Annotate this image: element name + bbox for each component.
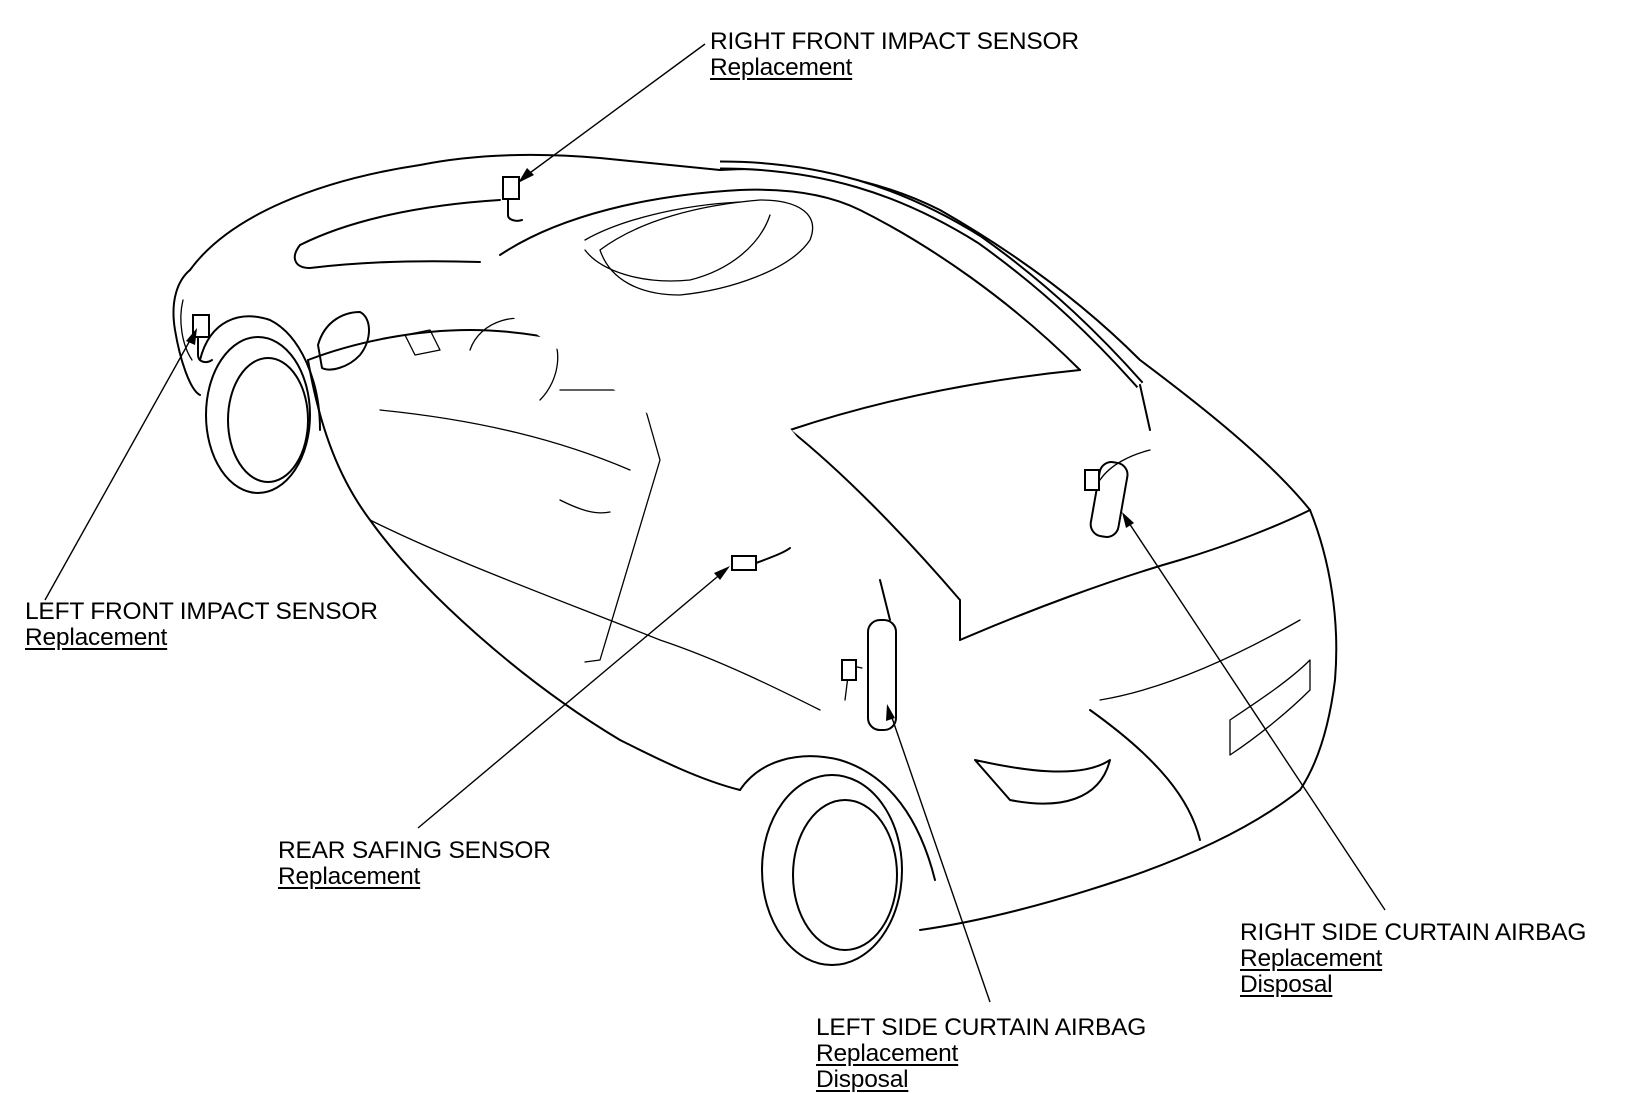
replacement-link[interactable]: Replacement [710,54,853,81]
disposal-link[interactable]: Disposal [1240,971,1333,998]
callout-rear-safing-sensor: REAR SAFING SENSOR Replacement [278,838,551,890]
replacement-link[interactable]: Replacement [1240,945,1383,972]
callout-title: LEFT SIDE CURTAIN AIRBAG [816,1014,1147,1041]
leader-lines [44,43,1386,1003]
replacement-link[interactable]: Replacement [816,1040,959,1067]
callout-title: LEFT FRONT IMPACT SENSOR [25,598,378,625]
callout-title: RIGHT FRONT IMPACT SENSOR [710,28,1079,55]
replacement-link[interactable]: Replacement [278,863,421,890]
callout-title: RIGHT SIDE CURTAIN AIRBAG [1240,919,1587,946]
callout-left-front-impact-sensor: LEFT FRONT IMPACT SENSOR Replacement [25,599,378,651]
curtain-airbag-rails [457,160,1144,582]
right-front-impact-sensor-part [502,176,523,222]
rear-safing-sensor-part [731,547,791,571]
callout-right-side-curtain-airbag: RIGHT SIDE CURTAIN AIRBAG Replacement Di… [1240,920,1586,998]
replacement-link[interactable]: Replacement [25,624,168,651]
callout-right-front-impact-sensor: RIGHT FRONT IMPACT SENSOR Replacement [710,29,1079,81]
callout-title: REAR SAFING SENSOR [278,837,551,864]
right-curtain-inflator-part [1084,384,1151,538]
left-curtain-inflator-part [841,579,897,731]
callout-left-side-curtain-airbag: LEFT SIDE CURTAIN AIRBAG Replacement Dis… [816,1015,1146,1093]
disposal-link[interactable]: Disposal [816,1066,909,1093]
left-front-impact-sensor-part [192,314,213,364]
